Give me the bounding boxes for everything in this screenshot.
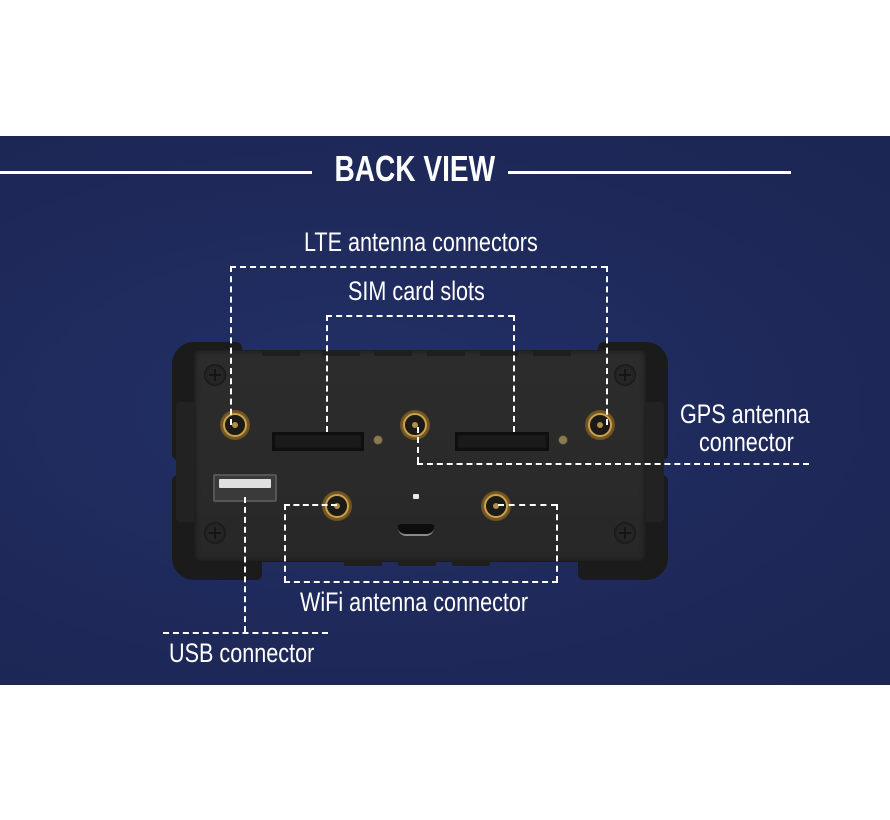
vent-notch	[480, 350, 518, 356]
wifi-bracket-top-left	[284, 504, 337, 506]
vent-notch	[262, 350, 300, 356]
vent-notch	[427, 350, 465, 356]
vent-notch	[533, 350, 571, 356]
gps-label-line1: GPS antenna	[680, 399, 810, 429]
wifi-bracket-right	[556, 504, 558, 582]
usb-leader-horizontal	[163, 632, 328, 634]
gps-label: GPS antenna connector	[680, 399, 810, 458]
sim-led-1	[373, 435, 383, 445]
sim-bracket-left	[326, 315, 328, 432]
sim-label: SIM card slots	[348, 276, 485, 306]
screw-icon	[614, 364, 636, 386]
sim-bracket-right	[513, 315, 515, 432]
screw-icon	[204, 364, 226, 386]
title-rule-right	[508, 171, 791, 174]
lte-bracket-top	[230, 266, 607, 268]
vent-notch	[322, 350, 360, 356]
usb-leader-vertical	[244, 497, 246, 632]
page-title: BACK VIEW	[334, 148, 496, 189]
wifi-bracket-left	[284, 504, 286, 582]
sim-slot-1-icon	[272, 432, 364, 451]
screw-icon	[614, 522, 636, 544]
vent-notch	[452, 560, 490, 566]
gps-leader-horizontal	[417, 463, 809, 465]
vent-notch	[344, 560, 382, 566]
usb-label: USB connector	[169, 638, 315, 668]
lte-bracket-right	[606, 266, 608, 425]
gps-label-line2: connector	[698, 427, 794, 458]
lte-bracket-left	[230, 266, 232, 425]
vent-notch	[374, 350, 412, 356]
side-right	[644, 402, 664, 522]
wifi-bracket-top-right	[498, 504, 557, 506]
screw-icon	[204, 522, 226, 544]
vent-notch	[398, 560, 436, 566]
status-led	[413, 494, 419, 499]
gps-connector-icon	[585, 410, 615, 440]
lte-connector-1-icon	[220, 410, 250, 440]
lte-label: LTE antenna connectors	[304, 227, 538, 257]
wifi-label: WiFi antenna connector	[300, 587, 529, 617]
sim-slot-2-icon	[455, 432, 549, 451]
sim-led-2	[558, 435, 568, 445]
micro-usb-port-icon	[398, 524, 434, 536]
side-left	[176, 402, 196, 522]
wifi-connector-1-icon	[322, 491, 352, 521]
wifi-bracket-bottom	[284, 581, 558, 583]
wifi-connector-2-icon	[481, 491, 511, 521]
sim-bracket-top	[326, 315, 514, 317]
router-device	[172, 342, 668, 580]
title-rule-left	[0, 171, 312, 174]
gps-leader-vertical	[417, 427, 419, 463]
lte-connector-2-icon	[400, 410, 430, 440]
